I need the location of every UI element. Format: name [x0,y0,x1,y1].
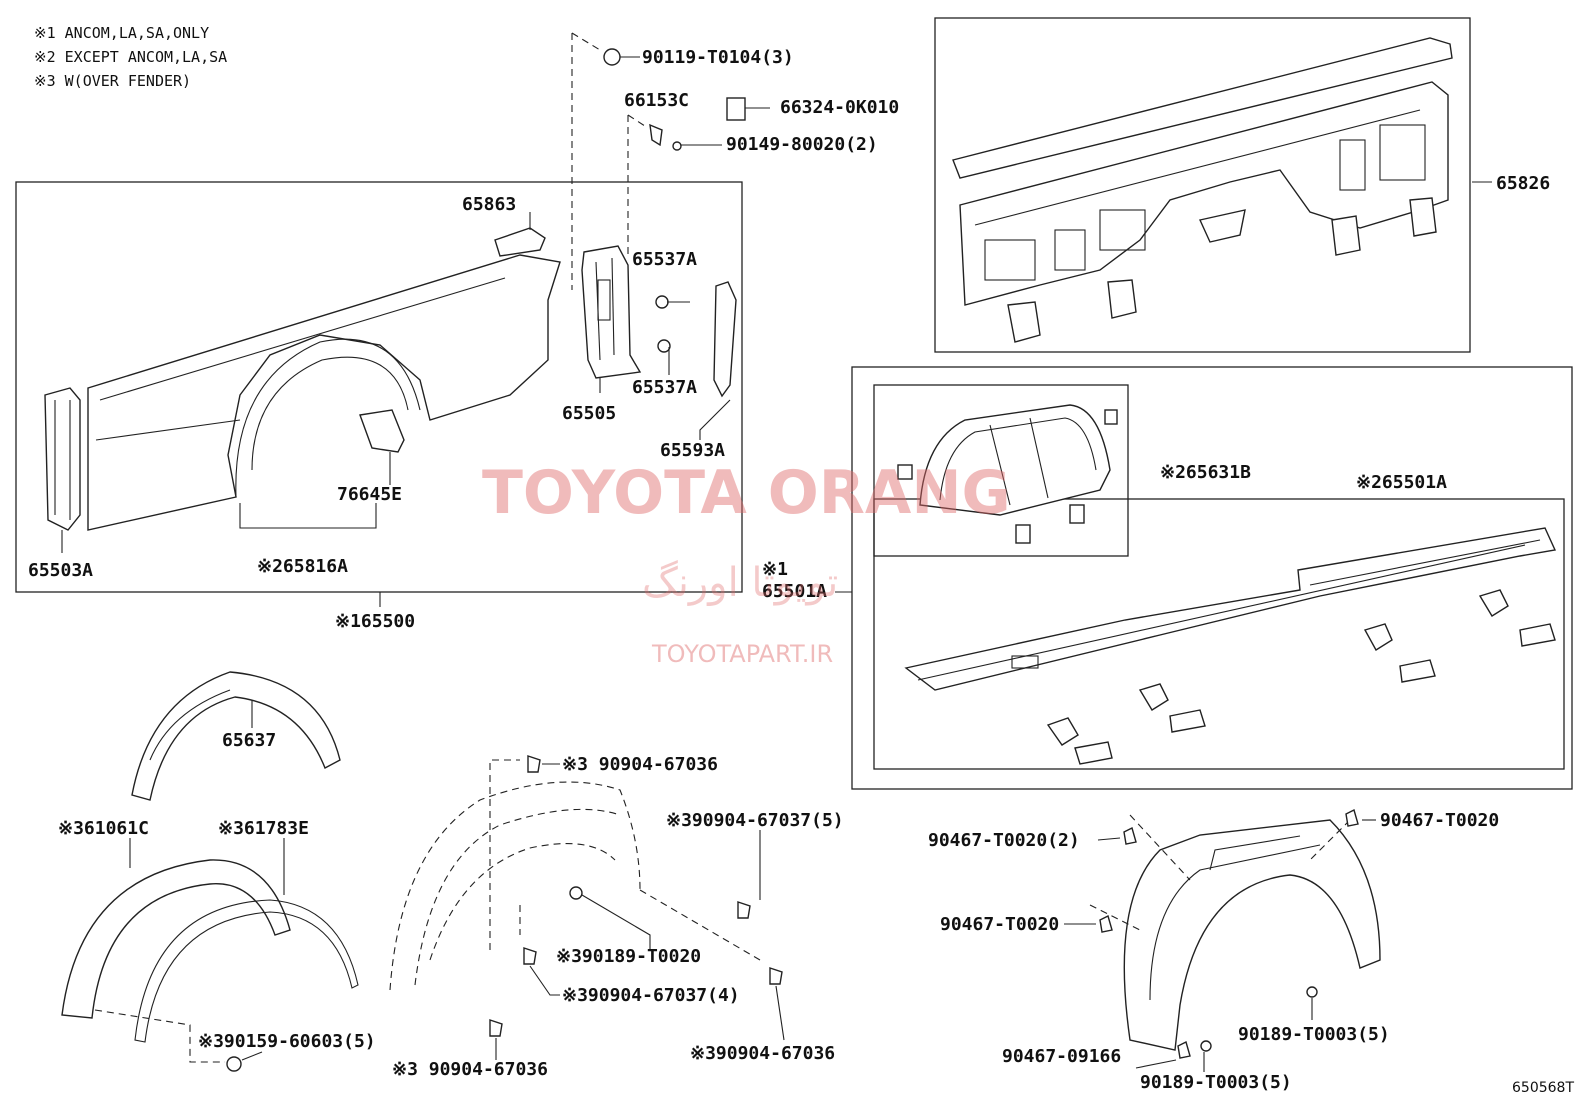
label-65505: 65505 [562,403,616,424]
clip-90904-67036-c [769,967,783,985]
label-90904-67036-a: ※3 90904-67036 [562,754,718,775]
clip-90467-T0020-a [1345,808,1359,827]
clip-90189-T0003-a [1306,986,1318,998]
label-65826: 65826 [1496,173,1550,194]
label-90904-67037-5: ※390904-67037(5) [666,810,844,831]
label-76645E: 76645E [337,484,402,505]
label-66324: 66324-0K010 [780,97,899,118]
side-panel-group-box [15,181,743,593]
label-90904-67037-4: ※390904-67037(4) [562,985,740,1006]
clip-90189-T0003-b [1200,1040,1212,1052]
label-90904-67036-b: ※3 90904-67036 [392,1059,548,1080]
pillar-65505-drawing [581,245,642,379]
side-panel-drawing [44,227,561,531]
notes-block: ※1 ANCOM,LA,SA,ONLY ※2 EXCEPT ANCOM,LA,S… [34,24,227,90]
floor-group-box [851,366,1573,790]
clip-90467-T0020-b [1099,914,1113,933]
label-65631B: ※265631B [1160,462,1251,483]
note-1: ※1 ANCOM,LA,SA,ONLY [34,24,209,42]
watermark-persian: تویوتا اورنگ [642,560,838,606]
note-3: ※3 W(OVER FENDER) [34,72,191,90]
clip-90189-T0020 [569,886,583,900]
label-90467-T0020-2: 90467-T0020(2) [928,830,1080,851]
label-65500: ※165500 [335,611,415,632]
bracket-66153C [649,123,663,147]
floor-panel-drawing [904,527,1557,765]
label-66153C: 66153C [624,90,689,111]
front-panel-group-box [934,17,1471,353]
label-65501A-1-mark: ※1 [762,559,788,580]
clip-90904-67036-b [489,1019,503,1037]
clip-90467-09166 [1177,1040,1191,1059]
clip-66324 [726,97,746,121]
screw-90149 [672,141,682,151]
label-65501A-2: ※265501A [1356,472,1447,493]
label-90149: 90149-80020(2) [726,134,878,155]
label-65537A-lower: 65537A [632,377,697,398]
label-65863: 65863 [462,194,516,215]
clip-90904-67037-5 [737,901,751,919]
label-65637: 65637 [222,730,276,751]
label-61061C: ※361061C [58,818,149,839]
label-90189-T0003-a: 90189-T0003(5) [1238,1024,1390,1045]
inner-liner-drawing [1089,814,1381,1051]
strip-65593A-drawing [713,281,737,398]
label-65593A: 65593A [660,440,725,461]
label-90189-T0003-b: 90189-T0003(5) [1140,1072,1292,1093]
clip-90467-T0020-2 [1123,826,1137,845]
diagram-code: 650568T [1512,1080,1574,1096]
clip-90904-67036-a [527,755,541,773]
label-90467-T0020-b: 90467-T0020 [940,914,1059,935]
label-61783E: ※361783E [218,818,309,839]
watermark-brand: TOYOTA ORANG [482,458,1011,528]
liner-65637-drawing [131,671,341,801]
floor-panel-group-box [873,498,1565,770]
bolt-90119 [603,48,621,66]
label-90119: 90119-T0104(3) [642,47,794,68]
front-panel-drawing [952,37,1453,343]
clip-90159 [226,1056,242,1072]
label-65501A-1: 65501A [762,581,827,602]
fender-liner-dashed-drawing [389,759,761,991]
label-65816A: ※265816A [257,556,348,577]
note-2: ※2 EXCEPT ANCOM,LA,SA [34,48,227,66]
clip-65537A-lower [657,339,671,353]
label-90189-T0020: ※390189-T0020 [556,946,701,967]
clip-90904-67037-4 [523,947,537,965]
label-65537A-upper: 65537A [632,249,697,270]
label-90159: ※390159-60603(5) [198,1031,376,1052]
label-90467-T0020-a: 90467-T0020 [1380,810,1499,831]
clip-65537A-upper [655,295,669,309]
label-90904-67036-c: ※390904-67036 [690,1043,835,1064]
label-90467-09166: 90467-09166 [1002,1046,1121,1067]
wheel-house-drawing [897,404,1118,544]
over-fender-drawing [61,859,359,1043]
watermark-url: TOYOTAPART.IR [651,640,833,668]
wheel-house-group-box [873,384,1129,557]
label-65503A: 65503A [28,560,93,581]
